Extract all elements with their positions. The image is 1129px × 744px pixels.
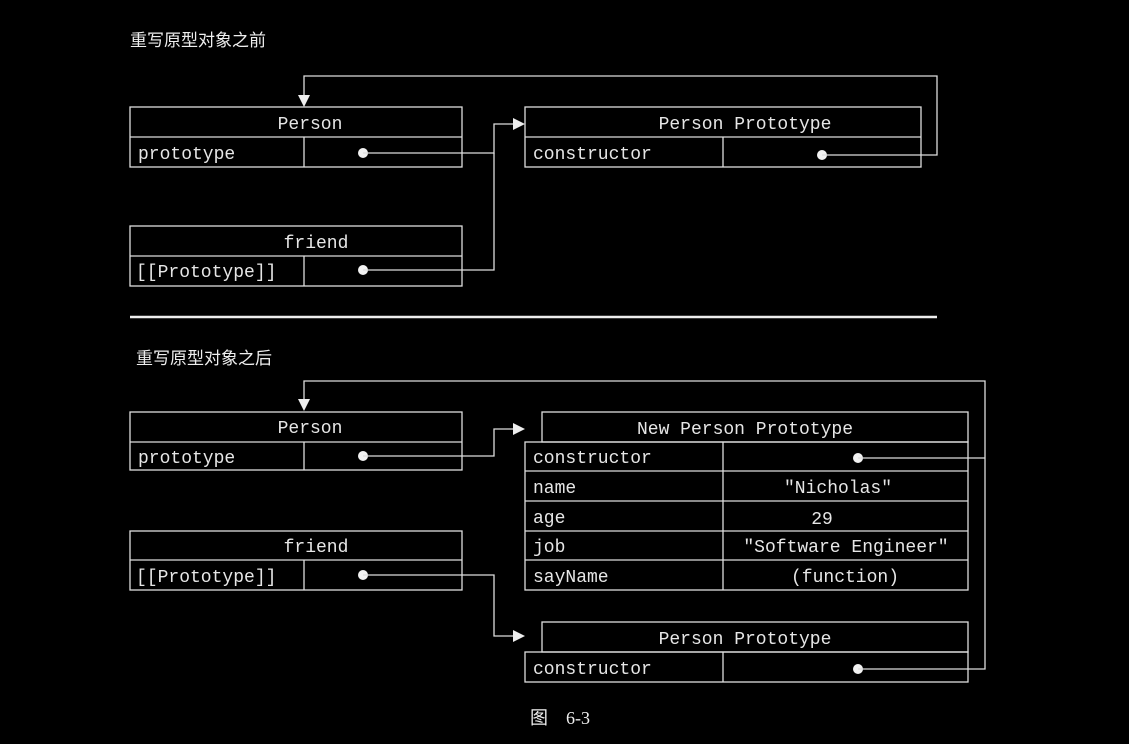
arrow-head [513, 630, 525, 642]
friend-field: [[Prototype]] [136, 568, 276, 588]
friend-field: [[Prototype]] [136, 263, 276, 283]
arrows-after [298, 380, 986, 670]
person-box-after: Person prototype [129, 411, 463, 471]
row-key: age [533, 509, 565, 529]
proto-field: constructor [533, 145, 652, 165]
old-proto-title: Person Prototype [659, 630, 832, 650]
friend-title: friend [284, 234, 349, 254]
arrow-head [298, 95, 310, 107]
row-key: name [533, 479, 576, 499]
row-key: sayName [533, 568, 609, 588]
person-title: Person [278, 115, 343, 135]
friend-box-before: friend [[Prototype]] [129, 225, 463, 287]
row-value: "Software Engineer" [743, 538, 948, 558]
arrows-before [298, 75, 938, 271]
person-title: Person [278, 419, 343, 439]
old-proto-field: constructor [533, 660, 652, 680]
friend-box-after: friend [[Prototype]] [129, 530, 463, 591]
friend-title: friend [284, 538, 349, 558]
arrow-head [513, 423, 525, 435]
row-key: constructor [533, 449, 652, 469]
heading-before: 重写原型对象之前 [130, 31, 266, 51]
row-value: "Nicholas" [784, 479, 892, 499]
heading-after: 重写原型对象之后 [136, 349, 272, 369]
figure-caption: 图 6-3 [530, 708, 590, 728]
old-proto-box: Person Prototype constructor [524, 621, 969, 683]
person-field: prototype [138, 145, 235, 165]
row-value: (function) [791, 568, 899, 588]
arrow-head [298, 399, 310, 411]
person-box-before: Person prototype [129, 106, 463, 168]
new-proto-box: New Person Prototype constructor name "N… [524, 411, 969, 591]
row-key: job [533, 538, 565, 558]
person-field: prototype [138, 449, 235, 469]
proto-box-before: Person Prototype constructor [524, 106, 922, 168]
row-value: 29 [811, 510, 833, 530]
new-proto-title: New Person Prototype [637, 420, 853, 440]
arrow-head [513, 118, 525, 130]
proto-title: Person Prototype [659, 115, 832, 135]
